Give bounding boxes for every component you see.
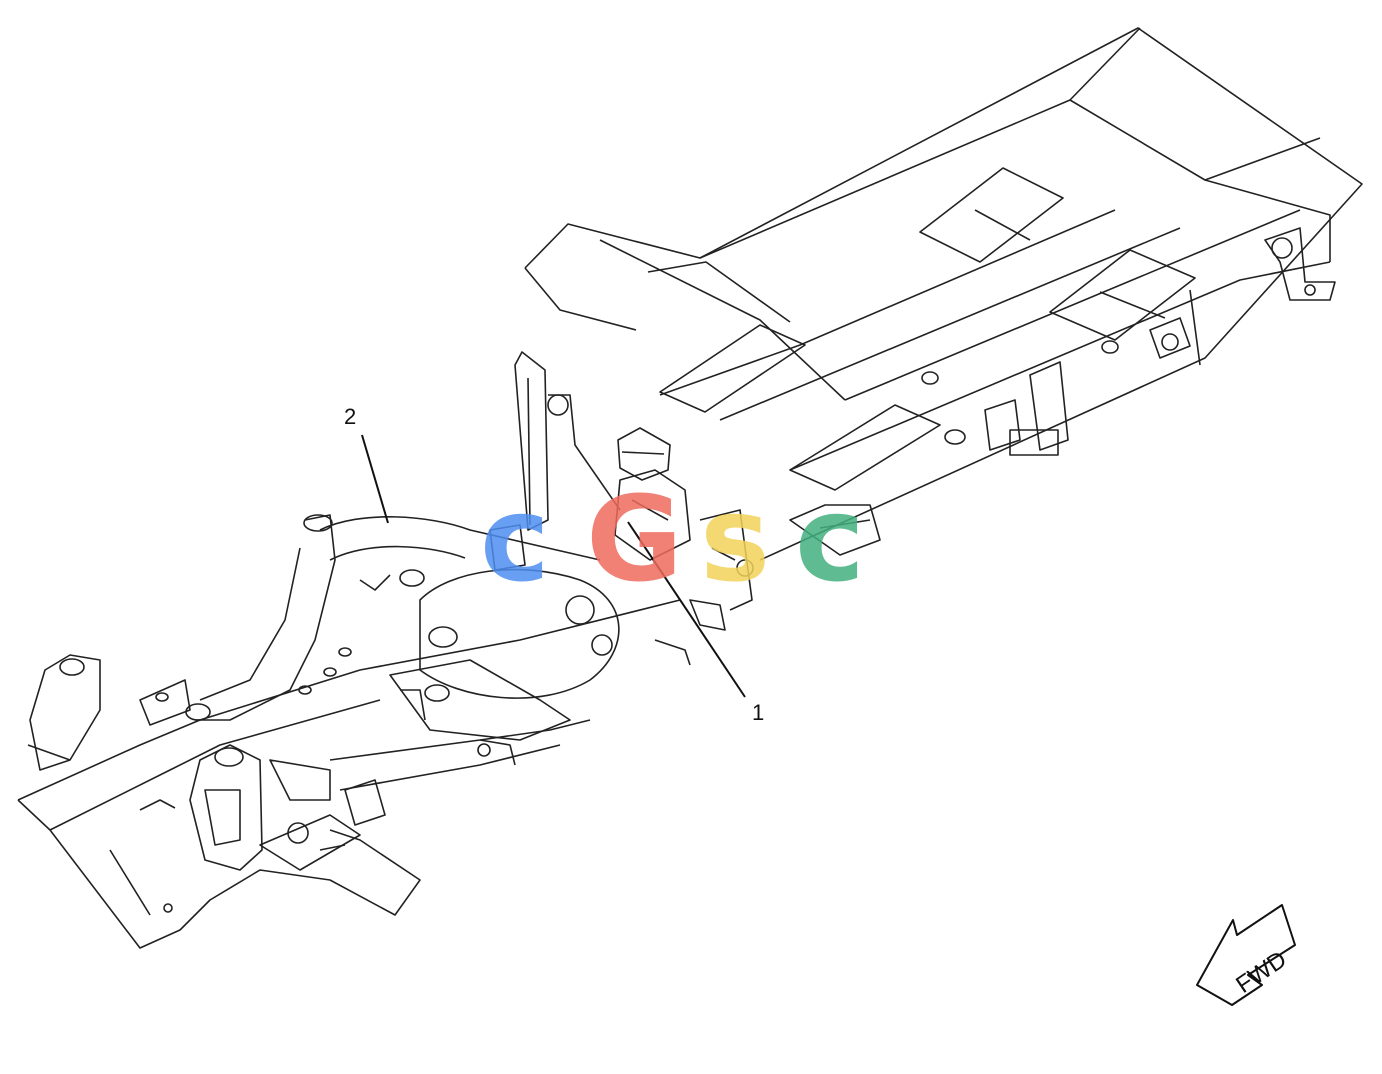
callout-label-1: 1 [752,700,764,725]
vertical-post [489,351,621,571]
rear-suspension-assembly [27,514,620,871]
harness-connector-assembly [614,427,881,666]
watermark-letter-4: c [795,470,865,608]
forward-direction-arrow: FWD [1196,904,1296,1006]
watermark: c G s c [480,470,865,608]
rear-frame-rail [524,27,1363,561]
leader-lines [361,434,746,698]
forward-arrow-icon [1196,904,1296,1006]
front-frame-rail [17,599,681,949]
callout-label-2: 2 [344,404,356,429]
leader-line-part-2 [361,434,389,524]
watermark-letter-1: c [480,470,550,608]
watermark-letter-2: G [586,470,683,608]
leader-line-part-1 [627,521,746,698]
watermark-letter-3: s [700,470,770,608]
